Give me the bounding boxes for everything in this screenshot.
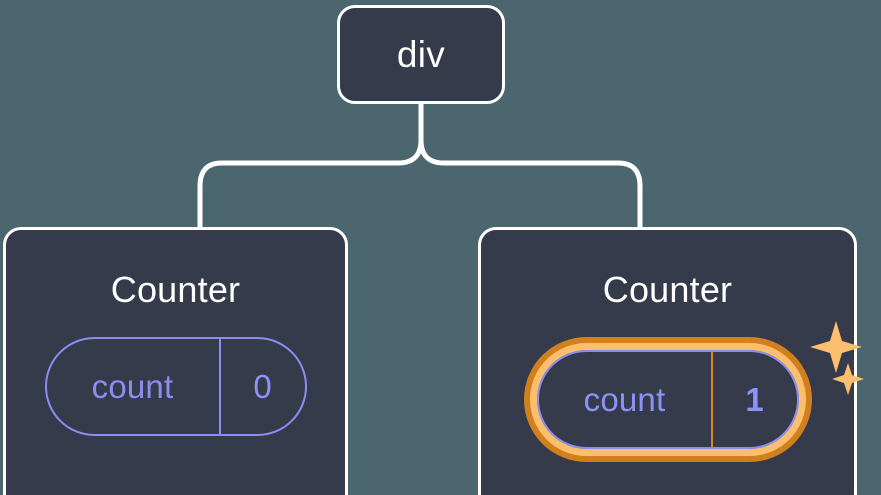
sparkle-large-icon xyxy=(809,321,862,373)
node-div-label: div xyxy=(396,34,446,75)
state-pill-right-value: 1 xyxy=(710,352,797,447)
node-counter-left[interactable]: Counter count 0 xyxy=(3,227,348,495)
node-div[interactable]: div xyxy=(337,5,505,104)
sparkle-small-icon xyxy=(831,363,864,395)
state-pill-right-key: count xyxy=(583,380,666,418)
state-pill-left-wrapper: count 0 xyxy=(44,337,307,436)
state-pill-left[interactable]: count 0 xyxy=(44,337,307,436)
node-counter-right-title: Counter xyxy=(602,269,733,310)
state-pill-left-value: 0 xyxy=(218,339,305,434)
node-counter-right[interactable]: Counter count 1 xyxy=(478,227,864,495)
state-pill-right[interactable]: count 1 xyxy=(536,350,799,449)
connector-to-left-counter xyxy=(197,137,424,231)
sparkle-group xyxy=(809,321,864,395)
node-counter-left-title: Counter xyxy=(110,269,241,310)
state-pill-left-key: count xyxy=(91,367,174,405)
state-pill-right-wrapper: count 1 xyxy=(524,321,864,462)
connector-to-right-counter xyxy=(418,137,643,231)
